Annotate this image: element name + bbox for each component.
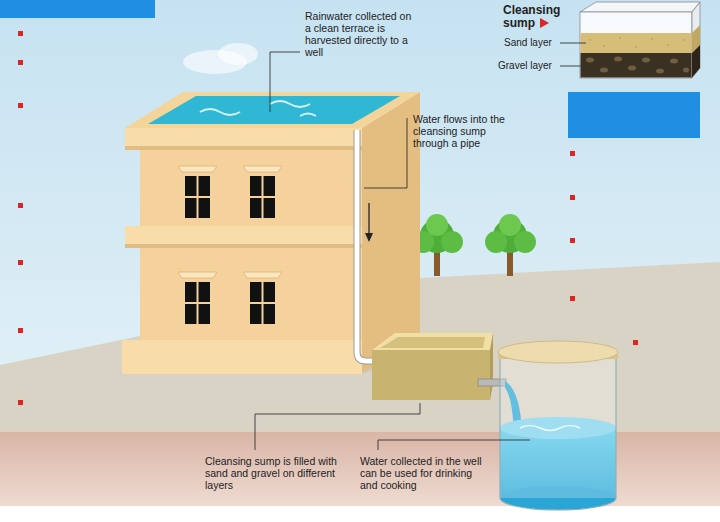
pointer-triangle [540, 18, 549, 28]
callout-text: Water flows into the cleansing sump thro… [413, 113, 513, 149]
inset-title: Cleansing sump [503, 4, 573, 30]
callout-text: Rainwater collected on a clean terrace i… [305, 10, 417, 58]
callout-text: Water collected in the well can be used … [360, 455, 488, 491]
callout-text: Cleansing sump is filled with sand and g… [205, 455, 343, 491]
layer-label: Sand layer [504, 37, 560, 49]
layer-label: Gravel layer [498, 60, 560, 72]
